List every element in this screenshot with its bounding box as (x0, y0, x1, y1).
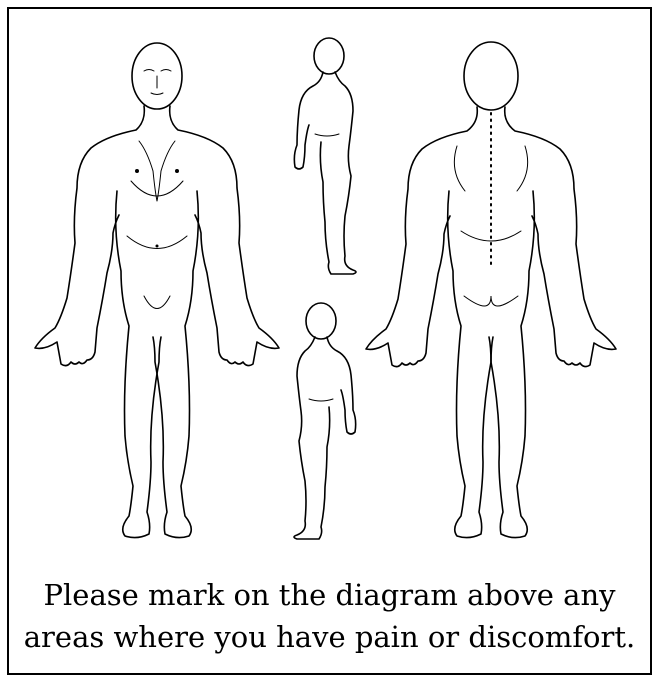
body-diagram[interactable] (9, 9, 654, 569)
body-figure-side-lower[interactable] (279, 299, 369, 559)
instruction-caption: Please mark on the diagram above any are… (9, 574, 650, 658)
caption-line-2: areas where you have pain or discomfort. (9, 616, 650, 658)
body-figure-front[interactable] (39, 31, 279, 561)
body-figure-side-upper[interactable] (279, 34, 369, 294)
body-figure-back[interactable] (369, 31, 619, 561)
caption-line-1: Please mark on the diagram above any (9, 574, 650, 616)
pain-diagram-frame: Please mark on the diagram above any are… (7, 7, 652, 675)
